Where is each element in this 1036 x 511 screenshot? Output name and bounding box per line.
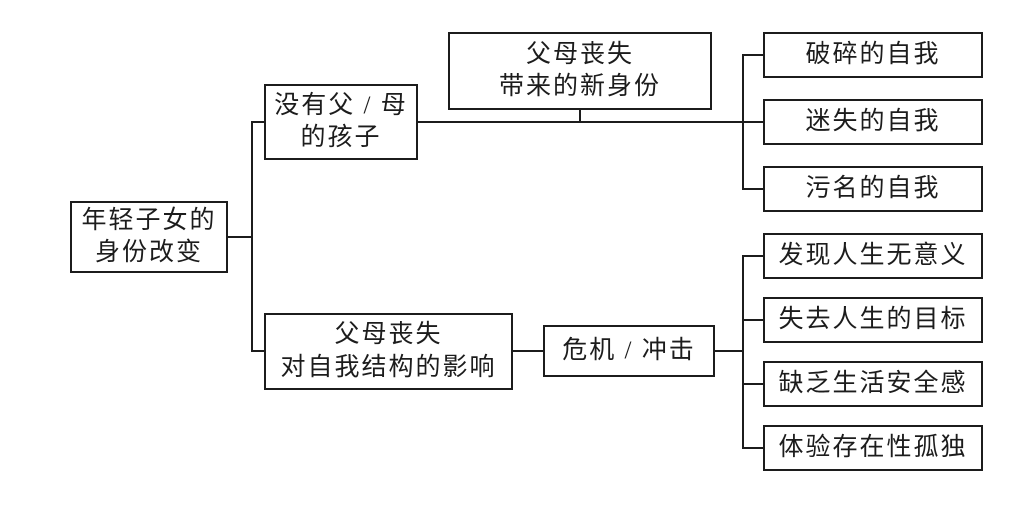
connector-bottom-bracket-to-leaf-2 [742, 319, 765, 321]
leaf-existential-loneliness: 体验存在性孤独 [763, 425, 983, 471]
node-root: 年轻子女的 身份改变 [70, 201, 228, 273]
connector-crisis-to-bracket [713, 350, 744, 352]
connector-spine-to-bottom-node [251, 350, 266, 352]
leaf-lost-self: 迷失的自我 [763, 99, 983, 145]
leaf-life-meaningless: 发现人生无意义 [763, 233, 983, 279]
connector-bottom-bracket-to-leaf-1 [742, 255, 765, 257]
connector-spine [251, 121, 253, 352]
leaf-stigmatized-self: 污名的自我 [763, 166, 983, 212]
connector-bottom-bracket-to-leaf-3 [742, 383, 765, 385]
connector-bottom-bracket-to-leaf-4 [742, 447, 765, 449]
connector-top-bracket-to-leaf-1 [742, 54, 765, 56]
connector-top-node-to-leaves [416, 121, 763, 123]
connector-bottom-node-to-crisis [511, 350, 545, 352]
node-crisis-impact: 危机 / 冲击 [543, 325, 715, 377]
leaf-lack-life-security: 缺乏生活安全感 [763, 361, 983, 407]
leaf-lost-life-goals: 失去人生的目标 [763, 297, 983, 343]
node-child-without-parent: 没有父 / 母 的孩子 [264, 84, 418, 160]
node-new-identity-from-parental-loss: 父母丧失 带来的新身份 [448, 32, 712, 110]
connector-top-sub-stub [579, 108, 581, 123]
connector-spine-to-top-node [251, 121, 266, 123]
connector-top-bracket [742, 54, 744, 190]
connector-bottom-bracket [742, 255, 744, 449]
connector-root-to-spine [228, 236, 253, 238]
leaf-broken-self: 破碎的自我 [763, 32, 983, 78]
node-impact-on-self-structure: 父母丧失 对自我结构的影响 [264, 313, 513, 390]
connector-top-bracket-to-leaf-3 [742, 188, 765, 190]
